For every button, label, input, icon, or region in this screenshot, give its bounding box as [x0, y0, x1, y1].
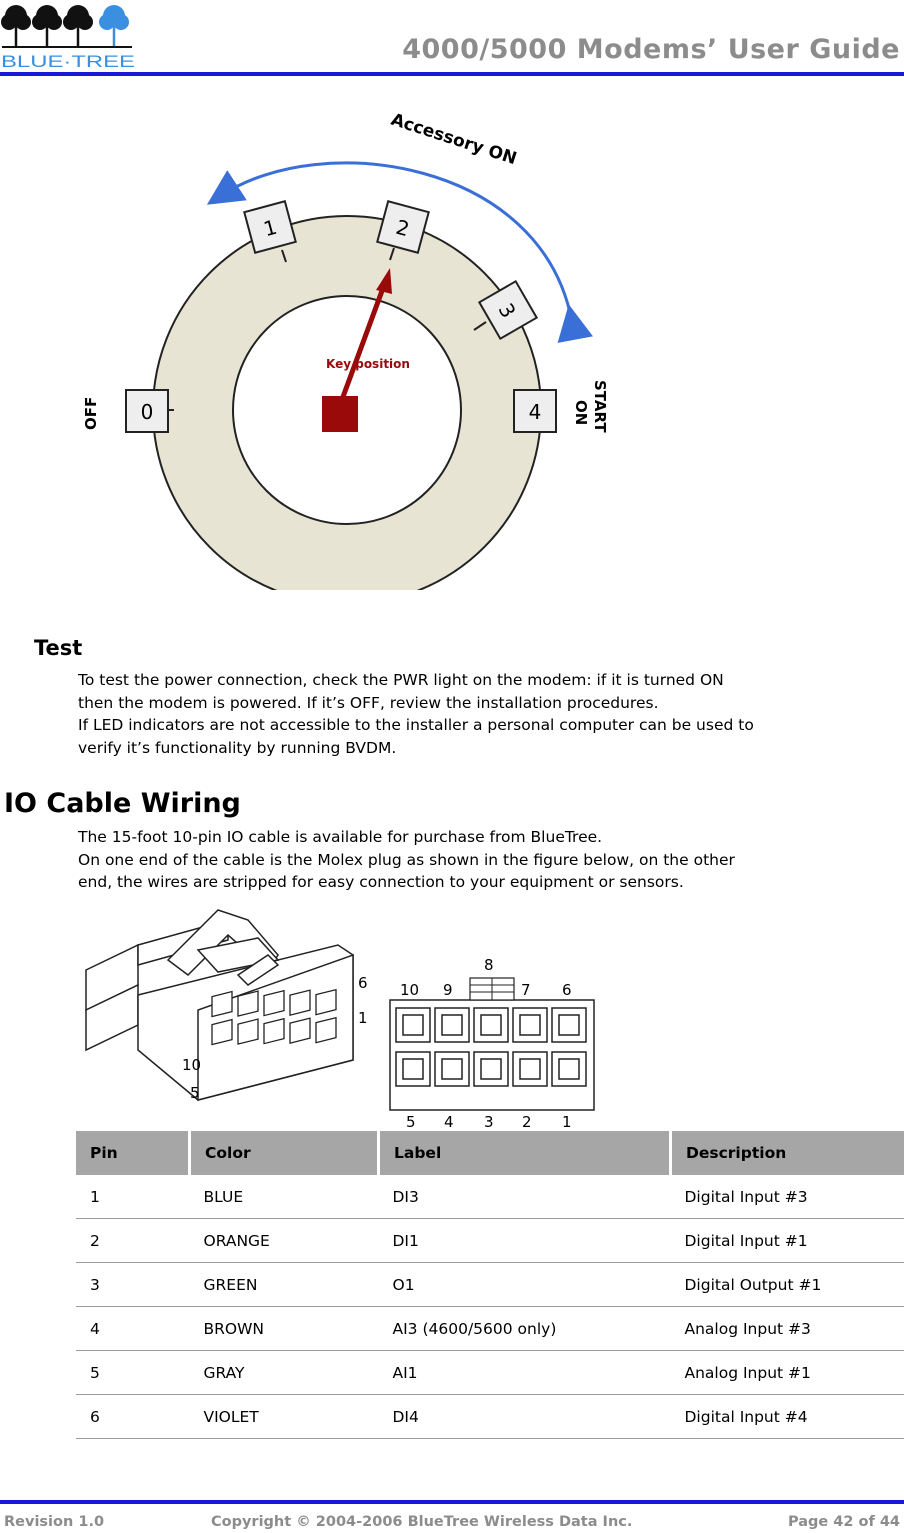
off-label: OFF — [82, 397, 100, 430]
table-cell: BROWN — [189, 1306, 379, 1351]
table-cell: VIOLET — [189, 1394, 379, 1439]
table-cell: 6 — [76, 1394, 190, 1439]
pin-label: 8 — [484, 956, 494, 974]
header-divider — [0, 72, 904, 76]
io-cable-paragraph: The 15-foot 10-pin IO cable is available… — [78, 826, 904, 894]
pin-socket-inner — [558, 1014, 580, 1036]
pin-socket-inner — [441, 1058, 463, 1080]
test-heading: Test — [34, 636, 83, 660]
pin-label: 9 — [443, 981, 453, 999]
table-cell: ORANGE — [189, 1218, 379, 1263]
pin-label: 4 — [444, 1113, 454, 1131]
table-cell: 4 — [76, 1306, 190, 1351]
revision-label: Revision 1.0 — [4, 1514, 105, 1530]
pin-label: 7 — [521, 981, 531, 999]
column-header: Description — [670, 1131, 904, 1175]
pin-socket — [512, 1051, 548, 1087]
pin-label: 10 — [182, 1056, 201, 1074]
table-cell: Analog Input #1 — [670, 1350, 904, 1395]
accessory-on-label: Accessory ON — [388, 110, 519, 169]
pin-label: 3 — [484, 1113, 494, 1131]
table-cell: 1 — [76, 1175, 190, 1219]
key-pointer — [337, 279, 389, 406]
key-position-label: Key position — [326, 357, 410, 371]
pin-socket-inner — [558, 1058, 580, 1080]
table-cell: AI3 (4600/5600 only) — [378, 1306, 671, 1351]
table-header-row: Pin Color Label Description — [76, 1131, 904, 1175]
table-cell: 5 — [76, 1350, 190, 1395]
pin-label: 5 — [406, 1113, 416, 1131]
text-line: On one end of the cable is the Molex plu… — [78, 850, 735, 869]
test-paragraph: To test the power connection, check the … — [78, 669, 904, 759]
pin-label: 10 — [400, 981, 419, 999]
table-cell: DI1 — [378, 1218, 671, 1263]
key-square-icon — [322, 396, 358, 432]
molex-plug-diagram: 6 1 10 5 10 9 8 7 6 5 4 3 2 1 — [85, 909, 595, 1131]
table-cell: O1 — [378, 1262, 671, 1307]
io-cable-heading: IO Cable Wiring — [4, 788, 241, 819]
table-cell: Digital Input #3 — [670, 1175, 904, 1219]
text-line: If LED indicators are not accessible to … — [78, 716, 754, 734]
pin-socket-inner — [519, 1014, 541, 1036]
table-cell: GREEN — [189, 1262, 379, 1307]
column-header: Label — [378, 1131, 672, 1175]
pin-socket-inner — [480, 1014, 502, 1036]
table-cell: Digital Input #4 — [670, 1394, 904, 1439]
pin-socket-inner — [480, 1058, 502, 1080]
pin-label: 1 — [358, 1009, 368, 1027]
column-header: Pin — [76, 1131, 191, 1175]
text-line: The 15-foot 10-pin IO cable is available… — [78, 828, 603, 846]
text-line: then the modem is powered. If it’s OFF, … — [78, 693, 659, 712]
text-line: To test the power connection, check the … — [78, 671, 724, 689]
pin-label: 1 — [562, 1113, 572, 1131]
table-cell: Digital Output #1 — [670, 1262, 904, 1307]
table-cell: DI3 — [378, 1175, 671, 1219]
tree-icons — [1, 5, 132, 48]
table-cell: Digital Input #1 — [670, 1218, 904, 1263]
footer-divider — [0, 1500, 904, 1504]
molex-face-pins — [395, 1007, 587, 1087]
table-cell: 2 — [76, 1218, 190, 1263]
start-on-label: ON — [572, 400, 590, 425]
logo-text: BLUE·TREE — [1, 52, 135, 70]
pin-socket-inner — [402, 1058, 424, 1080]
pin-socket-inner — [519, 1058, 541, 1080]
text-line: verify it’s functionality by running BVD… — [78, 738, 397, 757]
table-cell: DI4 — [378, 1394, 671, 1439]
pin-label: 6 — [358, 974, 368, 992]
table-cell: GRAY — [189, 1350, 379, 1395]
ignition-key-diagram: 0 1 2 3 4 Accessory ON OFF START ON Key … — [82, 110, 609, 590]
accessory-arrow — [206, 161, 593, 343]
position-box-4: 4 — [513, 389, 557, 433]
table-cell: BLUE — [189, 1175, 379, 1219]
key-pointer-head — [376, 268, 392, 294]
position-box-0: 0 — [125, 389, 169, 433]
svg-text:0: 0 — [141, 400, 154, 424]
start-label: START — [591, 380, 609, 433]
text-line: end, the wires are stripped for easy con… — [78, 873, 684, 891]
pin-label: 5 — [190, 1084, 200, 1102]
table-cell: Analog Input #3 — [670, 1306, 904, 1351]
pin-socket-inner — [402, 1014, 424, 1036]
column-header: Color — [189, 1131, 380, 1175]
table-cell: 3 — [76, 1262, 190, 1307]
bluetree-logo: BLUE·TREE — [1, 5, 135, 70]
molex-front-pins — [211, 988, 337, 1046]
copyright-label: Copyright © 2004-2006 BlueTree Wireless … — [211, 1514, 633, 1530]
pin-label: 6 — [562, 981, 572, 999]
svg-text:4: 4 — [529, 400, 542, 424]
page-number: Page 42 of 44 — [787, 1514, 900, 1530]
document-title: 4000/5000 Modems’ User Guide — [402, 34, 900, 65]
table-cell: AI1 — [378, 1350, 671, 1395]
pin-socket-inner — [441, 1014, 463, 1036]
pin-label: 2 — [522, 1113, 532, 1131]
